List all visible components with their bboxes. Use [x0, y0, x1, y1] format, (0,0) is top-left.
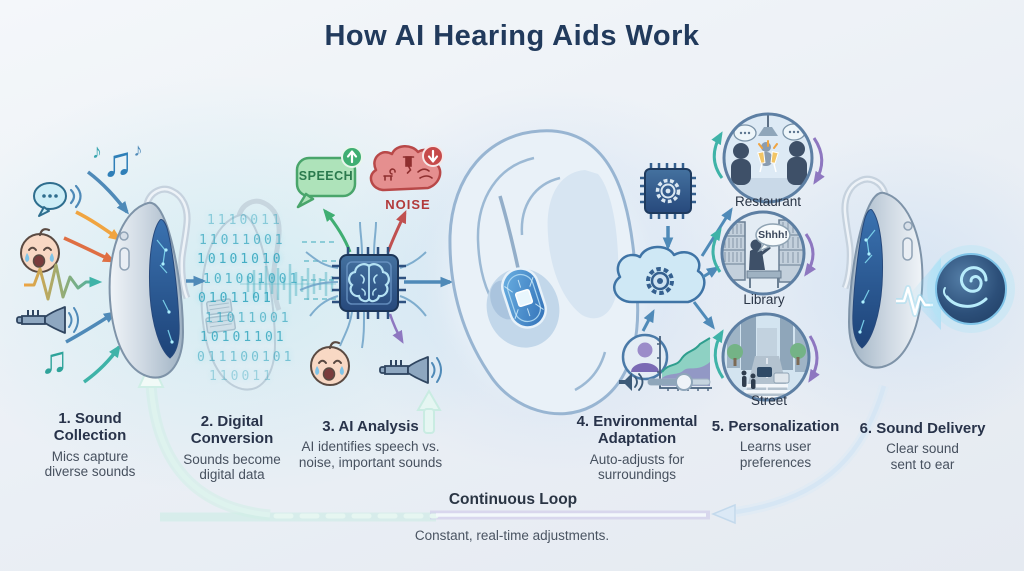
- speech-bubble-icon: [33, 182, 82, 217]
- ai-chip-icon: [299, 208, 427, 349]
- step-1-caption: 1. Sound Collection Mics capture diverse…: [30, 410, 150, 480]
- binary-line: 110011: [209, 369, 274, 384]
- volume-slider: [619, 373, 711, 391]
- noise-mini-icons: [383, 156, 433, 181]
- binary-line: 101001001: [203, 271, 301, 287]
- music-note-icon: ♫: [40, 340, 69, 382]
- arrow-to-trumpet: [388, 313, 404, 344]
- step-heading: 2. Digital Conversion: [190, 413, 274, 448]
- user-avatar-icon: [621, 333, 669, 381]
- step-6-caption: 6. Sound Delivery Clear sound sent to ea…: [855, 420, 990, 473]
- cycle-arrow-purple: [812, 137, 825, 185]
- cloud-processing-icon: [613, 245, 706, 304]
- processor-chip-icon: [640, 163, 696, 219]
- restaurant-scene: [711, 112, 825, 204]
- ear-illustration: [416, 129, 640, 434]
- earbud-icon: [501, 267, 547, 329]
- binary-stream: 1110011 11011001 10101010 101001001 0101…: [197, 211, 357, 387]
- binary-line: 11011001: [199, 232, 286, 248]
- gear-icon: [655, 178, 681, 204]
- speaker-icon: [619, 373, 632, 391]
- arrow-down-icon: [427, 149, 439, 163]
- step-heading: 1. Sound Collection: [53, 410, 127, 445]
- step-heading: 4. Environmental Adaptation: [576, 413, 698, 448]
- speech-label: SPEECH: [298, 169, 354, 183]
- step-2-caption: 2. Digital Conversion Sounds become digi…: [172, 413, 292, 483]
- binary-line: 11011001: [205, 310, 292, 326]
- binary-line: 10101010: [197, 252, 284, 267]
- step-3-caption: 3. AI Analysis AI identifies speech vs. …: [268, 418, 473, 471]
- binary-line: 0101101: [198, 291, 274, 306]
- continuous-loop-arrow: [137, 358, 889, 525]
- page-title: How AI Hearing Aids Work: [324, 20, 700, 52]
- cycle-arrow-teal: [712, 329, 725, 379]
- step-desc: Sounds become digital data: [183, 451, 281, 483]
- sound-beam: [896, 258, 941, 330]
- cycle-arrow-purple: [804, 233, 817, 277]
- brain-icon: [348, 263, 390, 303]
- cycle-arrow-teal: [711, 131, 724, 179]
- trumpet-icon: [16, 306, 79, 334]
- step-heading: 6. Sound Delivery: [859, 420, 986, 437]
- loop-desc: Constant, real-time adjustments.: [414, 528, 610, 543]
- binary-line: 10101101: [200, 330, 287, 345]
- digital-hearing-aid-ghost: [200, 201, 280, 391]
- step-4-caption: 4. Environmental Adaptation Auto-adjusts…: [561, 413, 713, 483]
- hearing-aid-button: [119, 247, 130, 271]
- environment-label-street: Street: [750, 393, 788, 408]
- step-desc: AI identifies speech vs. noise, importan…: [298, 439, 443, 471]
- step-heading: 3. AI Analysis: [322, 418, 419, 435]
- street-scene: [712, 312, 820, 402]
- loop-arrowhead-left: [711, 503, 736, 525]
- sound-wave-icon: [24, 263, 103, 301]
- cochlea-icon: [927, 245, 1015, 333]
- waveform-icon: [896, 286, 933, 316]
- binary-line: 1110011: [207, 213, 283, 228]
- cycle-arrow-teal: [710, 227, 722, 273]
- step-desc: Clear sound sent to ear: [886, 441, 959, 473]
- shhh-bubble: [755, 223, 791, 247]
- environment-label-library: Library: [743, 292, 785, 307]
- library-scene: [710, 210, 817, 296]
- right-hearing-aid-illustration: [845, 179, 924, 369]
- sound-source-arrows: [24, 170, 130, 384]
- cycle-arrow-purple: [808, 335, 820, 383]
- loop-label: Continuous Loop: [448, 491, 578, 508]
- shhh-bubble-text: Shhh!: [758, 229, 788, 241]
- left-hearing-aid-illustration: [108, 189, 188, 379]
- binary-line: 011100101: [197, 349, 295, 365]
- arrow-up-icon: [346, 150, 358, 164]
- gear-icon: [646, 267, 674, 295]
- music-notes-icon: ♪♫♪: [92, 138, 143, 185]
- glow-arrow-up: [416, 389, 442, 434]
- slider-knob: [675, 373, 693, 391]
- arrow-to-noise: [386, 210, 407, 253]
- step-desc: Auto-adjusts for surroundings: [589, 451, 685, 483]
- trumpet-icon-small: [379, 356, 442, 384]
- speech-label-bubble: [295, 146, 363, 209]
- noise-label: NOISE: [385, 197, 431, 212]
- crying-baby-icon: [19, 228, 61, 274]
- noise-cloud-icon: [369, 145, 444, 192]
- step-5-caption: 5. Personalization Learns user preferenc…: [708, 418, 843, 471]
- step-desc: Learns user preferences: [739, 439, 812, 471]
- step-desc: Mics capture diverse sounds: [44, 448, 136, 480]
- earbud-wire: [498, 195, 520, 269]
- environment-label-restaurant: Restaurant: [734, 194, 802, 209]
- step-heading: 5. Personalization: [711, 418, 840, 435]
